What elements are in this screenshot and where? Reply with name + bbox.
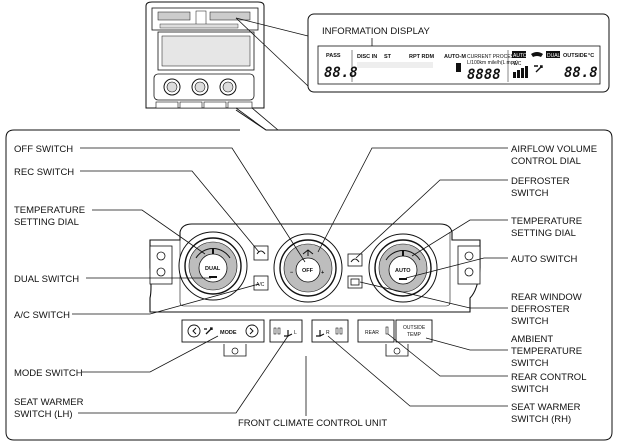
defroster-button[interactable] xyxy=(347,253,363,267)
right-mount-tab xyxy=(457,245,481,285)
chevron-left-icon xyxy=(192,327,197,335)
outside-label: OUTSIDE xyxy=(563,53,588,59)
seat-warmer-rh-button[interactable]: R xyxy=(311,319,349,343)
outside-temp-label-2: TEMP xyxy=(407,332,422,338)
disc-in-label: DISC IN xyxy=(357,54,377,60)
seat-heater-right-icon xyxy=(316,330,325,337)
seat-l-tag: L xyxy=(294,330,297,336)
dual-tag-bg xyxy=(546,51,560,58)
information-display-box: INFORMATION DISPLAY PASS 88.8 DISC IN ST… xyxy=(307,13,610,93)
left-callouts: OFF SWITCH REC SWITCH TEMPERATURE SETTIN… xyxy=(14,144,306,420)
rear-button-label: REAR xyxy=(365,330,379,336)
minus-sign: − xyxy=(290,270,293,276)
right-callouts: AIRFLOW VOLUME CONTROL DIAL DEFROSTER SW… xyxy=(317,144,597,425)
auto-switch-label: AUTO SWITCH xyxy=(511,254,577,265)
main-callout-frame xyxy=(5,109,613,441)
rec-switch-label: REC SWITCH xyxy=(14,167,74,178)
seat-r-tag: R xyxy=(326,330,330,336)
outside-value: 88.8 xyxy=(564,65,598,81)
fan-icon xyxy=(302,249,314,256)
mode-right-button[interactable] xyxy=(245,324,259,338)
dual-switch-label: DUAL SWITCH xyxy=(14,274,79,285)
temp-dial-left-label-1: TEMPERATURE xyxy=(14,205,85,216)
consumption-label-2: L/100km mile/h(L mpg) xyxy=(467,60,518,66)
rpt-rdm-label: RPT RDM xyxy=(409,54,434,60)
airflow-volume-dial[interactable]: − + OFF xyxy=(273,233,343,303)
rear-window-label-3: SWITCH xyxy=(511,316,549,327)
plus-sign: + xyxy=(321,270,324,276)
off-button[interactable] xyxy=(295,257,321,283)
seat-lh-label-2: SWITCH (LH) xyxy=(14,409,73,420)
climate-control-unit: DUAL A/C − + OFF xyxy=(149,223,481,357)
chevron-right-icon xyxy=(249,327,254,335)
defroster-label-1: DEFROSTER xyxy=(511,176,570,187)
off-button-label: OFF xyxy=(302,268,314,274)
ambient-label-2: TEMPERATURE xyxy=(511,346,582,357)
rec-button[interactable] xyxy=(253,245,269,261)
off-switch-label: OFF SWITCH xyxy=(14,144,73,155)
dashboard-thumbnail xyxy=(145,1,265,109)
airflow-label-2: CONTROL DIAL xyxy=(511,156,581,167)
ac-button[interactable]: A/C xyxy=(253,275,269,291)
segment-bar xyxy=(357,62,433,68)
auto-m-label: AUTO-M xyxy=(444,54,466,60)
auto-tag-bg xyxy=(512,51,526,58)
ambient-label-1: AMBIENT xyxy=(511,334,553,345)
wc-tag: WC xyxy=(513,61,522,67)
dual-button-label: DUAL xyxy=(205,266,221,272)
fan-bars-icon xyxy=(513,66,528,78)
pass-label: PASS xyxy=(326,53,341,59)
car-icon xyxy=(531,52,543,57)
mode-switch-group[interactable]: MODE xyxy=(181,319,265,343)
bottom-clips xyxy=(223,344,409,357)
dual-tag: DUAL xyxy=(547,53,561,59)
rear-control-label-1: REAR CONTROL xyxy=(511,372,586,383)
temp-dial-right-label-1: TEMPERATURE xyxy=(511,216,582,227)
center-value: 8888 xyxy=(467,67,501,83)
front-climate-control-unit-label: FRONT CLIMATE CONTROL UNIT xyxy=(238,418,387,429)
airflow-person-icon xyxy=(534,65,543,73)
mode-switch-label: MODE SWITCH xyxy=(14,368,83,379)
ac-switch-label: A/C SWITCH xyxy=(14,310,70,321)
airflow-label-1: AIRFLOW VOLUME xyxy=(511,144,597,155)
rear-window-label-1: REAR WINDOW xyxy=(511,292,582,303)
outside-temp-label-1: OUTSIDE xyxy=(403,325,426,331)
pass-value: 88.8 xyxy=(324,65,358,81)
mode-left-button[interactable] xyxy=(187,324,201,338)
rear-control-label-2: SWITCH xyxy=(511,384,549,395)
temp-dial-left-label-2: SETTING DIAL xyxy=(14,217,79,228)
st-label: ST xyxy=(384,54,392,60)
rear-control-button[interactable]: REAR xyxy=(357,319,395,343)
seat-lh-label-1: SEAT WARMER xyxy=(14,397,84,408)
battery-icon xyxy=(456,63,461,72)
seat-warmer-lh-button[interactable]: L xyxy=(269,319,303,343)
consumption-label-1: CURRENT PROCESSING xyxy=(467,54,526,60)
rear-window-label-2: DEFROSTER xyxy=(511,304,570,315)
ac-button-label: A/C xyxy=(256,282,265,288)
temp-dial-right-label-2: SETTING DIAL xyxy=(511,228,576,239)
dual-button[interactable] xyxy=(198,253,228,283)
seat-rh-label-1: SEAT WARMER xyxy=(511,402,581,413)
auto-button-label: AUTO xyxy=(395,268,411,274)
left-mount-tab xyxy=(149,245,173,285)
outside-unit: °C xyxy=(588,53,594,59)
seat-rh-label-2: SWITCH (RH) xyxy=(511,414,571,425)
ambient-temperature-button[interactable]: OUTSIDE TEMP xyxy=(395,319,433,343)
defroster-label-2: SWITCH xyxy=(511,188,549,199)
rear-window-defroster-button[interactable] xyxy=(347,275,363,289)
auto-tag: AUTO xyxy=(513,53,527,59)
airflow-mode-icon xyxy=(204,327,213,335)
mode-button-label: MODE xyxy=(220,330,237,336)
information-display-title: INFORMATION DISPLAY xyxy=(322,26,431,37)
ambient-label-3: SWITCH xyxy=(511,358,549,369)
